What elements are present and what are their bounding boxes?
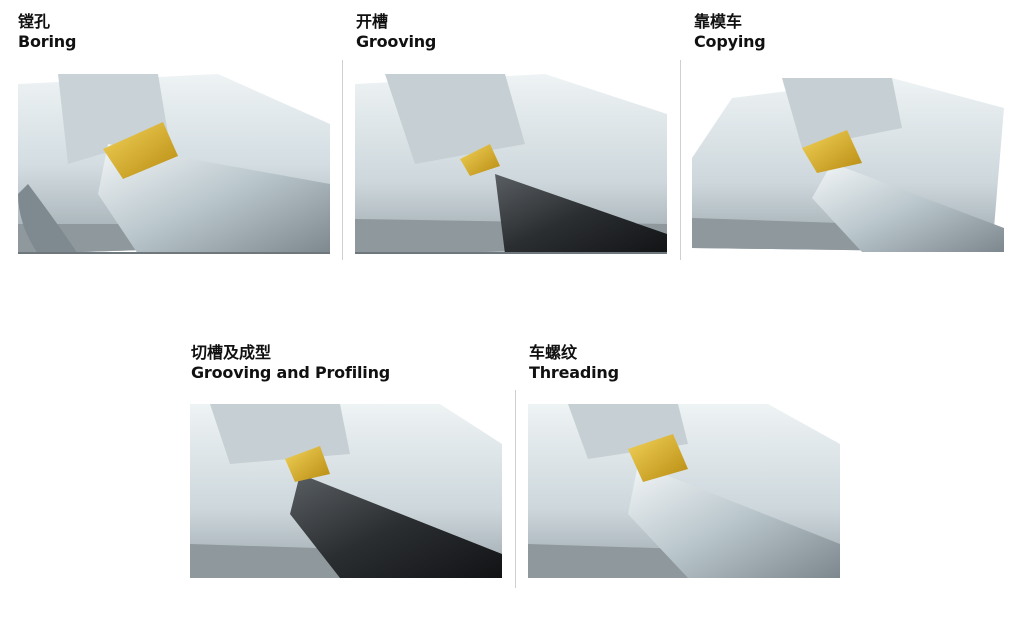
operation-card-copying: 靠模车 Copying [694, 12, 766, 52]
operation-card-grooving-profiling: 切槽及成型 Grooving and Profiling [191, 343, 390, 383]
grooving-profiling-illustration [190, 404, 502, 578]
operation-title-zh: 靠模车 [694, 12, 743, 31]
operation-card-grooving: 开槽 Grooving [356, 12, 436, 52]
copying-illustration [692, 78, 1004, 252]
operation-title-en: Threading [529, 363, 619, 382]
vertical-divider [680, 60, 681, 260]
operation-title-zh: 切槽及成型 [191, 343, 272, 362]
operation-title-zh: 镗孔 [18, 12, 51, 31]
operation-card-boring: 镗孔 Boring [18, 12, 76, 52]
operation-title-en: Boring [18, 32, 77, 51]
operation-title-zh: 车螺纹 [529, 343, 578, 362]
operation-title-en: Grooving and Profiling [191, 363, 391, 382]
operation-title-en: Copying [694, 32, 766, 51]
grooving-illustration [355, 74, 667, 254]
vertical-divider [342, 60, 343, 260]
vertical-divider [515, 390, 516, 588]
operation-title-zh: 开槽 [356, 12, 389, 31]
boring-illustration [18, 74, 330, 254]
operation-title-en: Grooving [356, 32, 437, 51]
threading-illustration [528, 404, 840, 578]
operation-card-threading: 车螺纹 Threading [529, 343, 619, 383]
